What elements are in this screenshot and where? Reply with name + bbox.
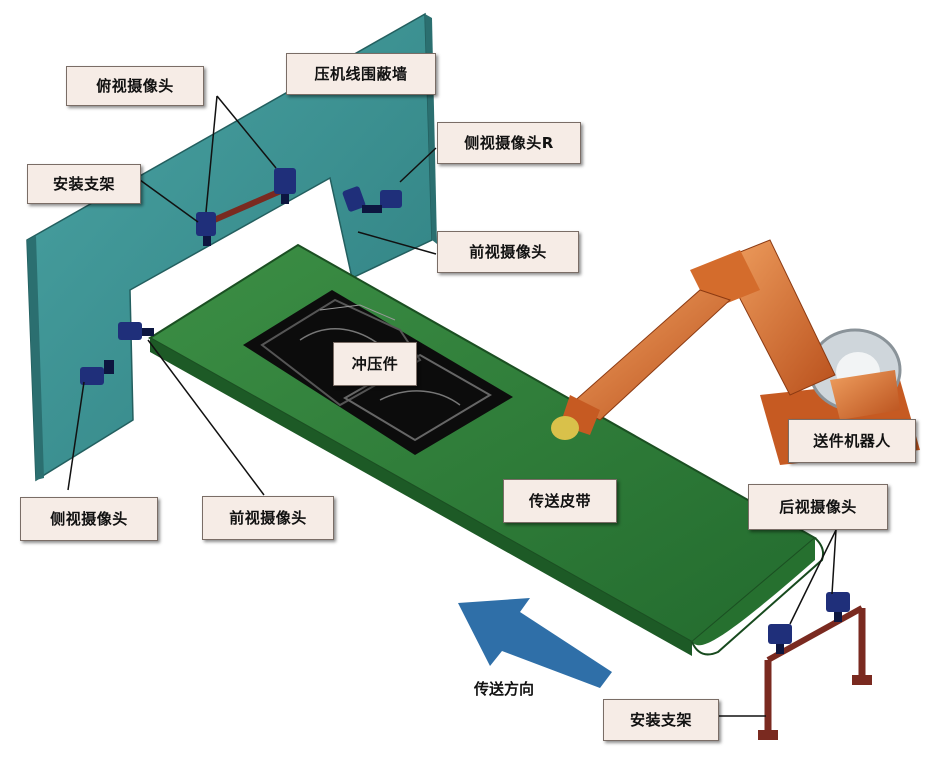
- label-mount-bracket-right: 安装支架: [603, 699, 719, 741]
- label-conveying-direction: 传送方向: [474, 680, 535, 698]
- label-rear-camera: 后视摄像头: [748, 484, 888, 530]
- label-side-camera-r: 侧视摄像头R: [437, 122, 581, 164]
- feeding-robot: [551, 239, 920, 465]
- leader-lines: [67, 95, 837, 717]
- camera-icon: [768, 624, 792, 654]
- label-front-camera-bottom: 前视摄像头: [202, 496, 334, 540]
- arrow-up-left-icon: [458, 598, 612, 688]
- label-conveyor-belt: 传送皮带: [503, 479, 617, 523]
- camera-icon: [196, 212, 216, 246]
- camera-icon: [342, 186, 402, 213]
- label-stamping-part: 冲压件: [333, 342, 417, 386]
- top-mount-bracket: [203, 187, 285, 227]
- label-side-camera: 侧视摄像头: [20, 497, 158, 541]
- camera-icon: [826, 592, 850, 622]
- label-mount-bracket-left: 安装支架: [27, 164, 141, 204]
- camera-icon: [274, 168, 296, 204]
- label-feeding-robot: 送件机器人: [788, 419, 916, 463]
- camera-icon: [80, 360, 114, 385]
- label-front-camera-right: 前视摄像头: [437, 231, 579, 273]
- camera-icon: [118, 322, 154, 340]
- label-enclosure-wall: 压机线围蔽墙: [286, 53, 436, 95]
- label-top-camera: 俯视摄像头: [66, 66, 204, 106]
